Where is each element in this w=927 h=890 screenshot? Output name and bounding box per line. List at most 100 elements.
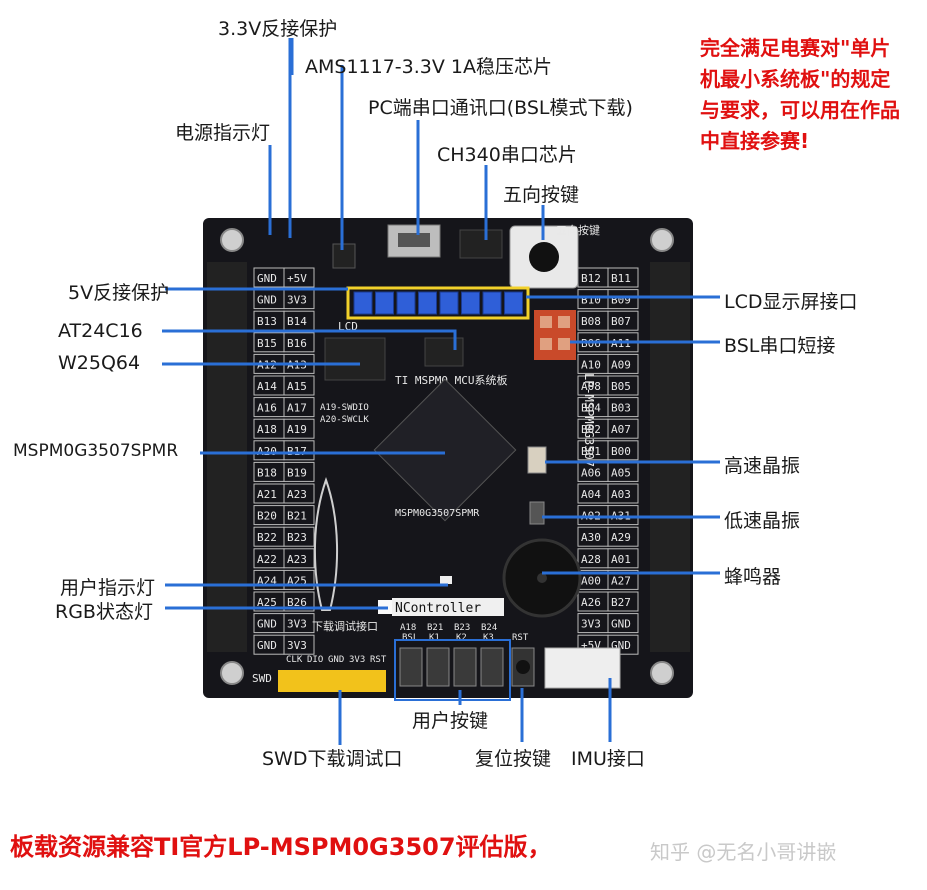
- mount-hole-br: [650, 661, 674, 685]
- lcd-pin: [504, 291, 523, 315]
- pin-label: A29: [611, 531, 631, 544]
- pin-cell: [607, 613, 639, 634]
- pin-label: B04: [581, 402, 601, 415]
- svg-text:五向按键: 五向按键: [556, 223, 600, 237]
- pin-label: A01: [611, 553, 631, 566]
- key-label: B23: [454, 623, 470, 633]
- pin-label: A17: [287, 402, 307, 415]
- pin-label: B15: [257, 337, 277, 350]
- pin-label: 3V3: [287, 639, 307, 652]
- pin-label: B26: [287, 596, 307, 609]
- label-w25q64: W25Q64: [58, 352, 141, 374]
- pin-cell: [607, 505, 639, 526]
- lcd-pin: [353, 291, 373, 315]
- swd-pin-label: RST: [370, 655, 387, 665]
- left-header: [207, 262, 247, 652]
- mount-hole-tl: [220, 228, 244, 252]
- pin-cell: [607, 353, 639, 374]
- w25q64-chip: [324, 337, 386, 381]
- label-lcd-port: LCD显示屏接口: [724, 291, 858, 313]
- pin-cell: [607, 375, 639, 396]
- label-five-way-key: 五向按键: [503, 184, 580, 206]
- pin-label: +5V: [287, 272, 307, 285]
- pin-label: B12: [581, 272, 601, 285]
- pin-label: GND: [257, 272, 277, 285]
- pin-cell: [283, 634, 315, 655]
- pin-label: A27: [611, 574, 631, 587]
- pin-label: B01: [581, 445, 601, 458]
- svg-text:TI MSPM0 MCU系统板: TI MSPM0 MCU系统板: [395, 373, 507, 387]
- label-hs-crystal: 高速晶振: [724, 455, 801, 477]
- svg-text:NController: NController: [395, 601, 481, 616]
- imu-connector: [544, 647, 621, 689]
- pin-cell: [283, 375, 315, 396]
- pin-cell: [607, 289, 639, 310]
- pin-label: GND: [257, 639, 277, 652]
- key-sub-label: BSL: [402, 633, 418, 643]
- rocket-logo: [313, 476, 339, 611]
- svg-text:SWD: SWD: [252, 672, 272, 685]
- label-pc-uart: PC端串口通讯口(BSL模式下载): [368, 97, 633, 119]
- pin-cell: [283, 440, 315, 461]
- pin-label: A03: [611, 488, 631, 501]
- pin-label: A25: [257, 596, 277, 609]
- pin-label: B17: [287, 445, 307, 458]
- swd-pin-label: GND: [328, 655, 344, 665]
- pin-label: GND: [257, 618, 277, 631]
- pin-label: A28: [581, 553, 601, 566]
- key-sub-label: K1: [429, 633, 440, 643]
- pin-label: A26: [581, 596, 601, 609]
- label-5v-reverse-protect: 5V反接保护: [68, 282, 170, 304]
- pin-cell: [283, 613, 315, 634]
- pin-cell: [607, 267, 639, 288]
- pin-label: A00: [581, 574, 601, 587]
- pin-cell: [283, 418, 315, 439]
- leader-lines: [162, 38, 720, 745]
- pin-cell: [607, 569, 639, 590]
- lcd-pin: [439, 291, 459, 315]
- pin-label: B14: [287, 315, 307, 328]
- pin-label: B23: [287, 531, 307, 544]
- ch340-chip: [459, 229, 503, 259]
- pin-cell: [283, 548, 315, 569]
- ls-crystal: [529, 501, 545, 525]
- swd-pin-label: DIO: [307, 655, 323, 665]
- pin-label: B22: [257, 531, 277, 544]
- label-user-led: 用户指示灯: [60, 577, 156, 599]
- pin-label: B16: [287, 337, 307, 350]
- lcd-header-pins: [353, 291, 523, 315]
- pin-label: A19: [287, 423, 307, 436]
- pin-label: A18: [257, 423, 277, 436]
- pin-cell: [607, 526, 639, 547]
- label-imu-port: IMU接口: [571, 748, 645, 770]
- pin-cell: [607, 310, 639, 331]
- label-bsl-jumper: BSL串口短接: [724, 335, 836, 357]
- svg-text:LP-MSPM0G3507: LP-MSPM0G3507: [582, 373, 596, 467]
- pin-label: 3V3: [287, 294, 307, 307]
- user-keys-frame: [394, 639, 511, 701]
- label-3v3-reverse-protect: 3.3V反接保护: [218, 18, 338, 40]
- pin-label: B18: [257, 466, 277, 479]
- label-buzzer: 蜂鸣器: [724, 566, 782, 588]
- label-ams1117: AMS1117-3.3V 1A稳压芯片: [305, 56, 553, 78]
- pin-label: A10: [581, 358, 601, 371]
- ams1117-chip: [332, 243, 356, 269]
- pin-cell: [607, 591, 639, 612]
- swd-pin-label: CLK: [286, 655, 303, 665]
- pin-cell: [283, 267, 315, 288]
- pin-label: A06: [581, 466, 601, 479]
- pin-label: B11: [611, 272, 631, 285]
- label-power-led: 电源指示灯: [175, 122, 271, 144]
- label-at24c16: AT24C16: [58, 320, 143, 342]
- pin-label: B13: [257, 315, 277, 328]
- label-reset-key: 复位按键: [475, 748, 552, 770]
- right-header: [650, 262, 690, 652]
- lcd-pin: [396, 291, 416, 315]
- pin-label: A22: [257, 553, 277, 566]
- pin-cell: [607, 418, 639, 439]
- pin-label: B19: [287, 466, 307, 479]
- label-user-keys: 用户按键: [412, 710, 489, 732]
